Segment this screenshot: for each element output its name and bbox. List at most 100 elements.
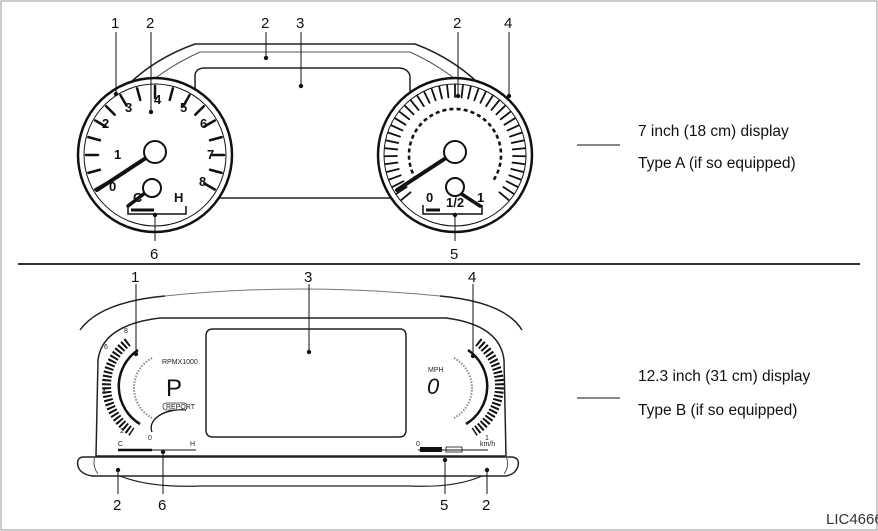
right-gauge-inner-arc	[465, 348, 489, 426]
speed-tick	[388, 174, 402, 181]
left-gauge-number-0: 0	[148, 435, 152, 442]
tach-tick	[168, 87, 175, 102]
speed-tick	[490, 99, 500, 111]
left-gauge-scale	[102, 338, 135, 436]
callout-a-4: 4	[504, 15, 512, 32]
tach-left-mark-1: 1	[114, 147, 121, 162]
left-gauge-lower-arc	[150, 409, 187, 433]
callout-a-2-tach: 2	[146, 15, 154, 32]
left-gauge-number-2: 2	[120, 428, 124, 435]
type-b-cluster: 8 6 4 2 0 RPMX1000 P REPORT C H MPH 0 km…	[76, 269, 811, 514]
type-b-left-gauge: 8 6 4 2 0 RPMX1000 P REPORT C H	[102, 328, 198, 452]
speed-tick	[503, 117, 516, 126]
speed-dot	[463, 108, 468, 112]
tach-tick	[203, 119, 217, 128]
speed-tick	[510, 168, 524, 173]
callout-a-5: 5	[450, 246, 458, 263]
speed-tick	[499, 111, 512, 121]
type-b-display-size: 12.3 inch (31 cm) display	[638, 368, 811, 385]
fuel-gauge-empty: 0	[426, 190, 433, 205]
tach-tick	[104, 104, 116, 116]
temp-gauge-low: C	[133, 190, 143, 205]
speed-tick	[416, 95, 425, 107]
speed-dot	[408, 162, 412, 167]
speed-tick	[508, 174, 522, 181]
fuel-gauge-scale	[422, 205, 483, 215]
tach-number: 7	[207, 147, 214, 162]
callout-a-2-hood: 2	[261, 15, 269, 32]
center-display	[205, 328, 407, 438]
fuel-scale-segment	[445, 446, 463, 453]
speed-dot	[497, 141, 502, 146]
callout-b-6: 6	[158, 497, 166, 514]
left-gauge-inner-arc	[117, 348, 141, 426]
right-small-unit: km/h	[480, 441, 495, 448]
hood-arc-top	[164, 288, 441, 297]
tach-tick	[203, 182, 217, 191]
speed-tick	[446, 84, 450, 99]
speed-tick	[398, 111, 411, 121]
fuel-gauge-half: 1/2	[446, 195, 464, 210]
speed-tick	[506, 124, 520, 132]
speed-dot	[418, 122, 423, 128]
speed-tick	[394, 117, 407, 126]
tach-number: 2	[102, 116, 109, 131]
tach-number: 4	[154, 92, 162, 107]
fuel-gauge-full: 1	[477, 190, 484, 205]
speed-dot	[435, 110, 440, 115]
speed-dot	[413, 128, 419, 133]
speed-tick	[410, 99, 420, 111]
speed-dot	[410, 169, 415, 174]
speed-tick	[495, 105, 506, 116]
speedometer: 0 1/2 1	[376, 76, 534, 234]
speed-dot	[476, 113, 482, 118]
speed-tick	[387, 131, 401, 138]
right-gauge-fine-ticks	[453, 357, 473, 419]
callout-a-3: 3	[296, 15, 304, 32]
cluster-base-lower	[119, 475, 483, 487]
temp-gauge-needle	[126, 191, 147, 208]
speed-tick	[479, 91, 487, 104]
speed-tick	[485, 95, 494, 107]
type-b-right-gauge: MPH 0 km/h 0 1	[416, 338, 504, 453]
speed-tick	[386, 168, 400, 173]
figure-id: LIC4666	[826, 511, 878, 528]
tach-tick	[87, 135, 102, 142]
fuel-gauge-hub	[445, 177, 465, 197]
type-b-type-label: Type B (if so equipped)	[638, 402, 797, 419]
speed-tick	[498, 191, 510, 201]
callout-b-2-right: 2	[482, 497, 490, 514]
tach-tick	[87, 168, 102, 175]
speed-tick	[384, 147, 399, 151]
speed-dot	[428, 113, 434, 118]
fuel-gauge-needle	[458, 191, 482, 208]
tach-number: 3	[125, 100, 132, 115]
report-badge-text: REPORT	[166, 404, 196, 411]
speed-value: 0	[427, 374, 440, 399]
speed-tick	[467, 85, 472, 100]
cluster-base-bar	[76, 456, 520, 477]
speedometer-ticks	[384, 84, 526, 201]
callout-b-4: 4	[468, 269, 476, 286]
left-gauge-number-6: 6	[104, 344, 108, 351]
speed-dot	[442, 108, 447, 112]
speed-tick	[430, 88, 437, 102]
callout-b-2-left: 2	[113, 497, 121, 514]
fuel-scale-fill	[420, 447, 442, 452]
speed-dot	[498, 162, 502, 167]
speed-dot	[482, 117, 487, 123]
hood-arc-right	[439, 295, 523, 331]
speed-tick	[511, 147, 526, 151]
speed-dot	[487, 122, 492, 128]
speed-dot	[407, 155, 411, 160]
speed-tick	[385, 139, 400, 144]
screen-body	[95, 317, 507, 457]
gear-indicator: P	[166, 375, 182, 402]
speed-tick	[510, 139, 525, 144]
fuel-scale-full: 1	[485, 435, 489, 442]
tach-tick	[208, 135, 223, 142]
